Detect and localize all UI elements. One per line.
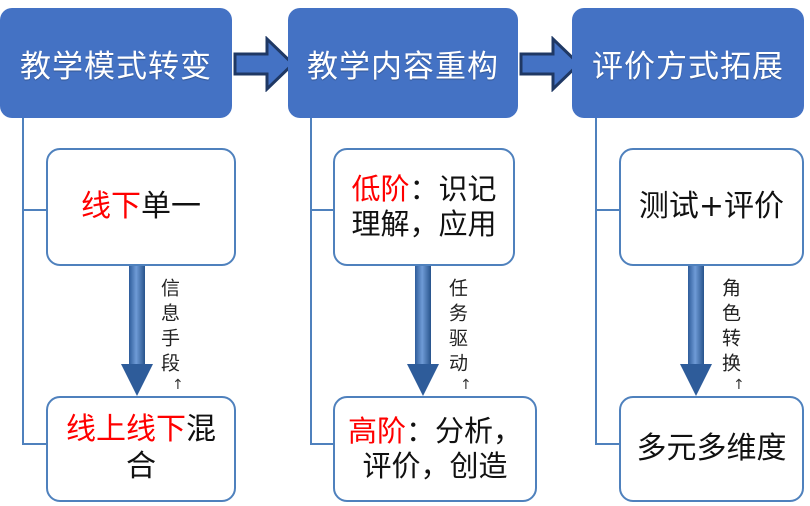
upper-card-black-col3: 测试+评价 (638, 188, 785, 224)
header-box-col3[interactable]: 评价方式拓展 (572, 8, 804, 118)
flow-down-arrow-col2 (407, 266, 439, 396)
connector-stub-col1-upper (22, 209, 46, 211)
connector-stub-col2-upper (310, 209, 333, 211)
upper-card-col1[interactable]: 线下单一 (46, 148, 236, 266)
lower-card-red-col2: 高阶 (347, 413, 406, 448)
upper-card-red-col1: 线下 (81, 188, 141, 224)
upper-card-black-col1: 单一 (141, 188, 201, 224)
upper-card-col3[interactable]: 测试+评价 (619, 148, 804, 266)
lower-card-text-col2: 高阶：分析，评价，创造 (343, 414, 527, 485)
connector-spine-col1 (22, 118, 24, 445)
flow-down-arrow-col3 (680, 266, 712, 396)
connector-stub-col3-upper (595, 209, 619, 211)
right-block-arrow-1 (233, 36, 295, 92)
header-label-col1: 教学模式转变 (20, 48, 212, 85)
lower-card-red-col1: 线上线下 (66, 412, 186, 448)
lower-card-text-col1: 线上线下混合 (56, 412, 226, 485)
upper-card-black-col2: ：识记理解，应用 (351, 171, 497, 241)
flow-tick-col1: ↑ (172, 377, 184, 393)
header-label-col2: 教学内容重构 (307, 48, 499, 85)
flow-label-col2: 任务驱动 (446, 278, 468, 378)
connector-stub-col1-lower (22, 443, 46, 445)
flow-label-col3: 角色转换 (719, 278, 741, 378)
connector-stub-col2-lower (310, 443, 333, 445)
flow-tick-col3: ↑ (733, 377, 745, 393)
connector-spine-col2 (310, 118, 312, 445)
lower-card-col1[interactable]: 线上线下混合 (46, 396, 236, 502)
flow-down-arrow-col1 (121, 266, 153, 396)
lower-card-black-col1: 混合 (126, 412, 216, 484)
lower-card-black-col3: 多元多维度 (636, 430, 787, 466)
connector-stub-col3-lower (595, 443, 619, 445)
lower-card-col3[interactable]: 多元多维度 (619, 396, 804, 502)
header-box-col2[interactable]: 教学内容重构 (288, 8, 518, 118)
lower-card-text-col3: 多元多维度 (637, 431, 787, 468)
upper-card-col2[interactable]: 低阶：识记理解，应用 (333, 148, 515, 266)
flow-tick-col2: ↑ (460, 377, 472, 393)
upper-card-text-col1: 线下单一 (81, 189, 201, 226)
lower-card-black-col2: ：分析，评价，创造 (362, 413, 523, 483)
upper-card-text-col3: 测试+评价 (639, 189, 784, 226)
header-label-col3: 评价方式拓展 (592, 48, 784, 85)
connector-spine-col3 (595, 118, 597, 445)
upper-card-text-col2: 低阶：识记理解，应用 (343, 172, 505, 243)
header-box-col1[interactable]: 教学模式转变 (0, 8, 232, 118)
flow-label-col1: 信息手段 (158, 278, 180, 378)
upper-card-red-col2: 低阶 (351, 171, 410, 206)
lower-card-col2[interactable]: 高阶：分析，评价，创造 (333, 396, 537, 502)
right-block-arrow-2 (519, 36, 581, 92)
